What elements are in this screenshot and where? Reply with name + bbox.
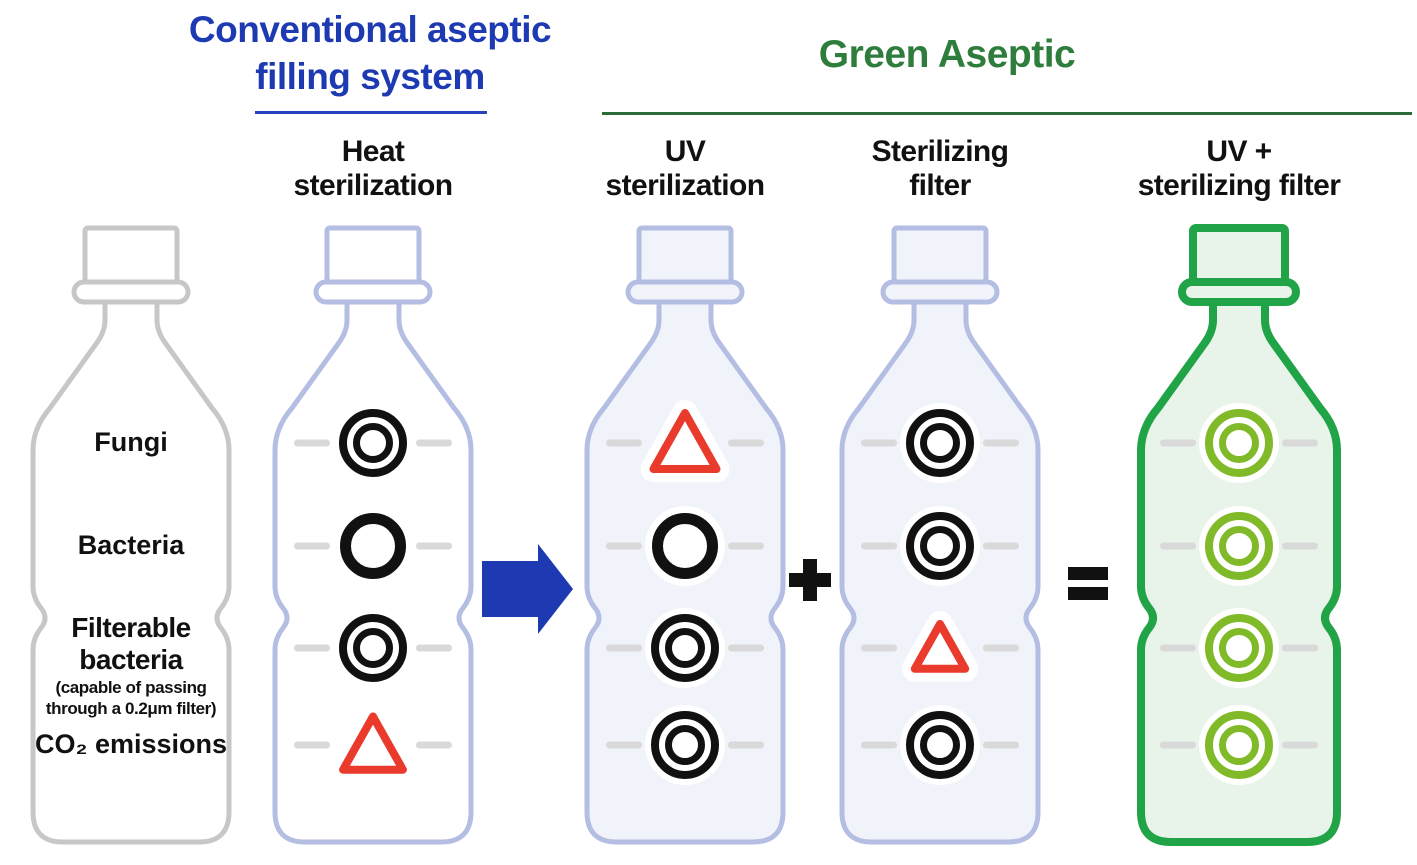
row-label-filterable-line1: Filterable <box>71 612 191 643</box>
bottle-heat-sterilization <box>272 225 474 845</box>
row-label-bacteria: Bacteria <box>77 530 185 560</box>
bottle-uv-plus-sterilizing-filter <box>1137 224 1341 846</box>
heading-filter-line1: Sterilizing <box>871 135 1009 168</box>
heading-heat-line1: Heat <box>341 135 405 168</box>
row-label-filterable-bacteria: Filterable bacteria <box>11 612 251 676</box>
equals-icon <box>1068 567 1108 600</box>
heading-sterilizing-filter: Sterilizing filter <box>780 135 1100 203</box>
arrow-right-icon <box>482 544 574 634</box>
conventional-system-title: Conventional aseptic filling system <box>140 6 600 101</box>
heading-uv-sterilization: UV sterilization <box>525 135 845 203</box>
heading-filter-line2: filter <box>909 168 971 202</box>
heading-uv-line1: UV <box>664 135 706 168</box>
green-aseptic-title: Green Aseptic <box>818 33 1076 76</box>
bottle-sterilizing-filter <box>839 225 1041 845</box>
heading-heat-line2: sterilization <box>293 168 454 202</box>
row-label-filterable-line2: bacteria <box>79 644 183 675</box>
arrow-body <box>482 561 540 617</box>
conventional-title-line2: filling system <box>255 56 485 98</box>
conventional-title-underline <box>255 111 487 114</box>
heading-heat-sterilization: Heat sterilization <box>213 135 533 203</box>
heading-uv-line2: sterilization <box>605 168 766 202</box>
filterable-note-line1: (capable of passing <box>55 678 207 697</box>
heading-uv-filter-line1: UV + <box>1206 135 1272 168</box>
filterable-note-line2: through a 0.2μm filter) <box>45 699 217 718</box>
row-label-co2-emissions: CO₂ emissions <box>34 729 228 759</box>
conventional-title-line1: Conventional aseptic <box>188 9 552 50</box>
legend-bottle-outline <box>30 225 232 845</box>
bottle-uv-sterilization <box>584 225 786 845</box>
arrow-head <box>538 544 573 634</box>
heading-uv-plus-filter: UV + sterilizing filter <box>1079 135 1399 203</box>
row-label-filterable-note: (capable of passing through a 0.2μm filt… <box>11 677 251 719</box>
plus-icon <box>789 559 831 601</box>
green-aseptic-underline <box>602 112 1412 115</box>
heading-uv-filter-line2: sterilizing filter <box>1137 168 1341 202</box>
row-label-fungi: Fungi <box>94 427 168 457</box>
